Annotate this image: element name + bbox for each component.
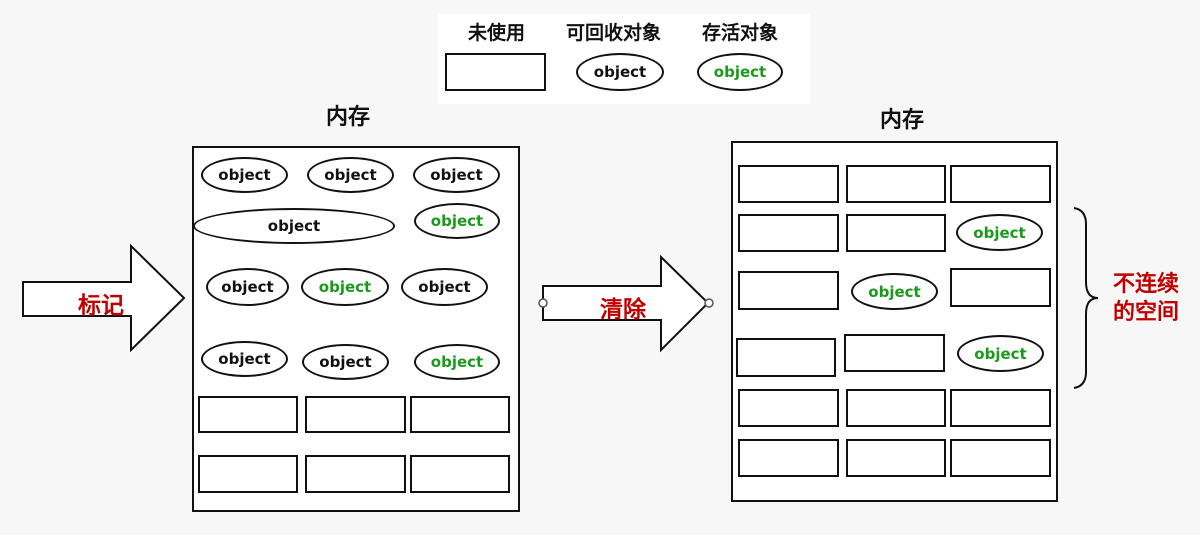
right-free-block bbox=[738, 271, 839, 310]
right-free-block bbox=[950, 389, 1051, 427]
fragment-label: 不连续 的空间 bbox=[1102, 271, 1190, 327]
left-memory-title: 内存 bbox=[326, 105, 371, 130]
legend-unused-block bbox=[445, 53, 546, 91]
legend-recyclable-label: 可回收对象 bbox=[566, 22, 662, 44]
left-object: object bbox=[413, 157, 500, 193]
right-object-alive: object bbox=[957, 335, 1044, 372]
legend-alive-object: object bbox=[697, 53, 783, 91]
fragment-label-line1: 不连续 bbox=[1112, 272, 1179, 297]
left-free-block bbox=[198, 455, 298, 493]
right-free-block bbox=[950, 439, 1051, 477]
legend-unused-label: 未使用 bbox=[468, 22, 526, 44]
right-object-alive: object bbox=[851, 273, 938, 310]
right-free-block bbox=[950, 268, 1051, 307]
right-free-block bbox=[738, 165, 839, 203]
right-free-block bbox=[846, 389, 946, 427]
left-free-block bbox=[198, 396, 298, 433]
left-object-alive: object bbox=[414, 203, 500, 239]
right-free-block bbox=[736, 338, 836, 377]
left-object: object bbox=[201, 157, 288, 193]
left-object: object bbox=[302, 344, 389, 380]
left-object: object bbox=[206, 268, 289, 306]
right-free-block bbox=[846, 165, 946, 203]
legend-recyclable-object: object bbox=[576, 53, 664, 91]
right-memory-title: 内存 bbox=[880, 108, 925, 133]
left-object: object bbox=[401, 268, 488, 306]
legend-alive-label: 存活对象 bbox=[702, 22, 779, 44]
right-free-block bbox=[738, 389, 839, 427]
left-free-block bbox=[410, 396, 510, 433]
right-free-block bbox=[738, 214, 839, 252]
right-free-block bbox=[950, 165, 1051, 203]
left-object: object bbox=[307, 157, 394, 193]
mark-arrow-label: 标记 bbox=[78, 293, 124, 319]
left-object-large: object bbox=[193, 208, 395, 244]
left-free-block bbox=[410, 455, 510, 493]
fragment-label-line2: 的空间 bbox=[1112, 300, 1179, 325]
right-free-block bbox=[846, 439, 946, 477]
right-free-block bbox=[846, 214, 946, 252]
right-free-block bbox=[844, 334, 945, 372]
left-object: object bbox=[201, 341, 288, 377]
left-object-alive: object bbox=[414, 344, 500, 380]
left-object-alive: object bbox=[301, 268, 389, 306]
left-free-block bbox=[305, 396, 406, 433]
right-object-alive: object bbox=[956, 214, 1043, 251]
right-free-block bbox=[738, 439, 839, 477]
sweep-arrow-label: 清除 bbox=[600, 297, 646, 323]
left-free-block bbox=[305, 455, 406, 493]
